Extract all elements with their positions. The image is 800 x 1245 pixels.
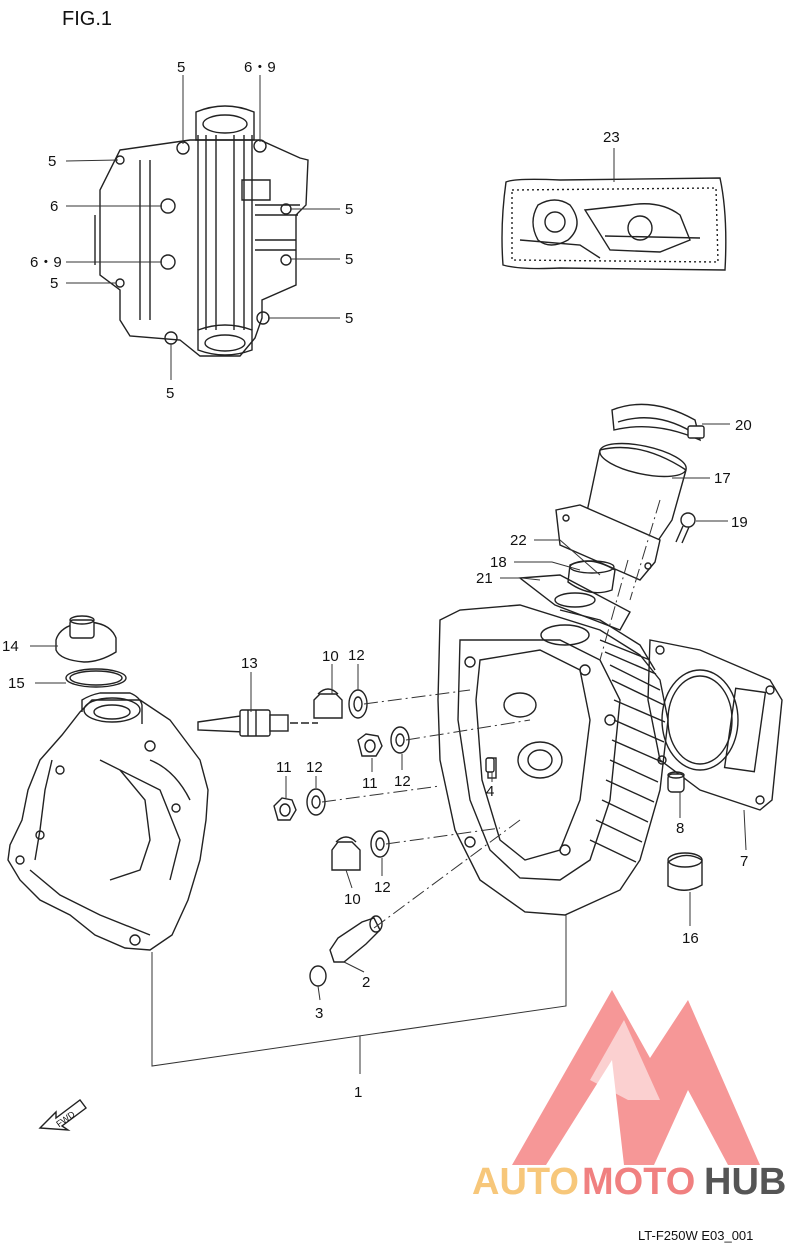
head-plug [667, 852, 703, 891]
automotohub-watermark-logo: AUTO MOTO HUB [472, 990, 786, 1203]
callout-3: 3 [315, 1005, 323, 1022]
callout-6-9: 6・9 [244, 59, 276, 76]
cap-nut-lower [331, 836, 361, 871]
callout-12: 12 [394, 773, 411, 790]
o-ring [65, 668, 127, 688]
callout-12: 12 [306, 759, 323, 776]
callout-17: 17 [714, 470, 731, 487]
callout-14: 14 [2, 638, 19, 655]
callout-5: 5 [50, 275, 58, 292]
callout-5: 5 [48, 153, 56, 170]
nut-11a [357, 733, 383, 757]
callout-22: 22 [510, 532, 527, 549]
leader-lines [30, 75, 747, 1001]
callout-13: 13 [241, 655, 258, 672]
nut-11b [273, 797, 297, 821]
callout-18: 18 [490, 554, 507, 571]
cylinder-head-gasket [647, 639, 783, 811]
callout-6: 6 [50, 198, 58, 215]
dowel-pin [667, 771, 685, 793]
cap-nut-upper [313, 688, 343, 719]
callout-19: 19 [731, 514, 748, 531]
callout-20: 20 [735, 417, 752, 434]
washer-12b [390, 726, 410, 754]
callout-23: 23 [603, 129, 620, 146]
callout-1: 1 [354, 1084, 362, 1101]
assembly-bracket [151, 915, 567, 1074]
callout-10: 10 [344, 891, 361, 908]
gasket-set-bag [501, 177, 727, 271]
pin [485, 757, 495, 773]
callout-15: 15 [8, 675, 25, 692]
callout-11: 11 [276, 759, 292, 776]
callout-8: 8 [676, 820, 684, 837]
cylinder-head [437, 604, 669, 916]
figure-code: LT-F250W E03_001 [638, 1228, 753, 1243]
intake-screw [675, 512, 696, 544]
intake-clamp [611, 403, 705, 442]
watermark-text-moto: MOTO [582, 1161, 695, 1203]
callout-12: 12 [374, 879, 391, 896]
callout-11: 11 [362, 775, 378, 792]
callout-12: 12 [348, 647, 365, 664]
intake-gasket [518, 574, 631, 631]
callout-5: 5 [345, 201, 353, 218]
callouts: 5 6・9 5 6 5 6・9 5 5 5 5 23 20 17 19 22 1… [2, 59, 752, 1101]
watermark-text-hub: HUB [704, 1161, 786, 1203]
figure-title: FIG.1 [62, 8, 112, 30]
callout-21: 21 [476, 570, 493, 587]
forward-arrow-icon: FWD [38, 1099, 87, 1131]
callout-5: 5 [345, 310, 353, 327]
intake-pipe [555, 442, 687, 581]
callout-4: 4 [486, 783, 494, 800]
callout-7: 7 [740, 853, 748, 870]
assembly-lines [321, 499, 661, 929]
callout-6-9: 6・9 [30, 254, 62, 271]
callout-16: 16 [682, 930, 699, 947]
callout-5: 5 [177, 59, 185, 76]
oil-filler-cap [55, 615, 117, 663]
cylinder-head-cover [7, 692, 209, 951]
callout-5: 5 [166, 385, 174, 402]
watermark-text-auto: AUTO [472, 1161, 579, 1203]
callout-2: 2 [362, 974, 370, 991]
tensioner-bolt [329, 915, 383, 963]
callout-5: 5 [345, 251, 353, 268]
callout-10: 10 [322, 648, 339, 665]
insulator [567, 560, 616, 594]
spark-plug [197, 709, 318, 737]
circlip [309, 965, 327, 987]
